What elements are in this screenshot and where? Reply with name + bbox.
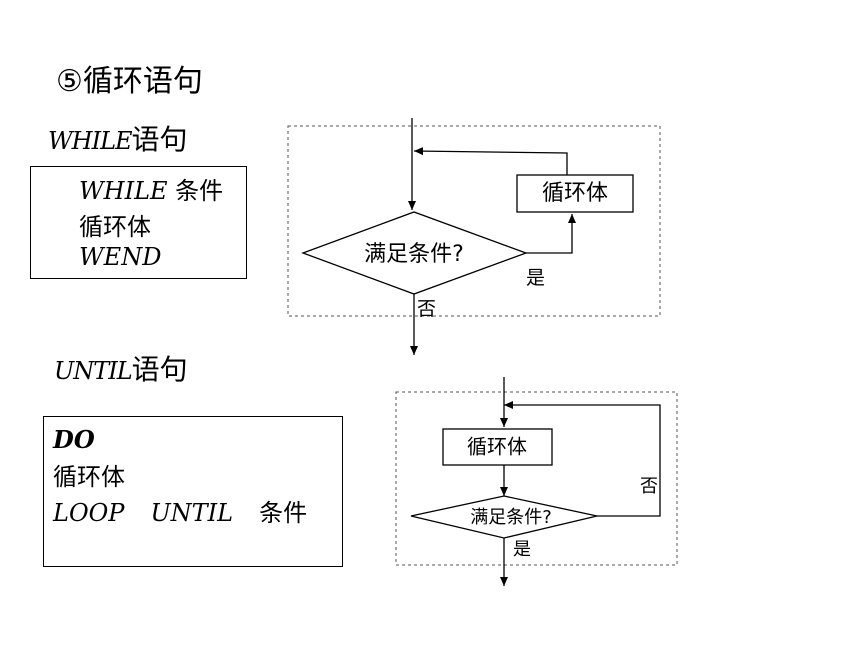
until-code-condition: 条件 bbox=[259, 499, 308, 527]
while-body-label: 循环体 bbox=[542, 181, 608, 206]
until-code-line-2: 循环体 bbox=[53, 463, 125, 491]
until-code-keyword-loop: LOOP bbox=[53, 499, 125, 527]
while-code-line-2: 循环体 bbox=[79, 213, 151, 241]
while-yes-arrow bbox=[526, 214, 576, 254]
while-code-box: WHILE 条件 循环体 WEND bbox=[30, 166, 247, 279]
until-body-box bbox=[442, 428, 553, 466]
while-title-suffix: 语句 bbox=[131, 123, 188, 156]
while-body-box bbox=[516, 174, 634, 213]
until-code-line-3: LOOP UNTIL 条件 bbox=[53, 493, 307, 528]
until-code-box: DO 循环体 LOOP UNTIL 条件 bbox=[43, 416, 343, 567]
until-yes-label: 是 bbox=[513, 539, 531, 560]
until-no-label: 否 bbox=[640, 476, 658, 497]
until-flow-frame bbox=[395, 391, 678, 566]
while-code-line-3: WEND bbox=[79, 243, 162, 271]
until-code-keyword-until: UNTIL bbox=[150, 499, 234, 527]
while-code-line-1: WHILE 条件 bbox=[79, 171, 223, 206]
until-title-keyword: UNTIL bbox=[54, 357, 133, 385]
while-flow-frame bbox=[287, 125, 661, 317]
while-title-keyword: WHILE bbox=[48, 127, 133, 155]
until-no-loop-back-arrow bbox=[504, 401, 661, 517]
while-loop-back-arrow bbox=[413, 147, 568, 175]
while-condition-label: 满足条件? bbox=[364, 242, 464, 267]
while-no-label: 否 bbox=[417, 298, 436, 320]
while-yes-label: 是 bbox=[526, 267, 545, 289]
until-condition-label: 满足条件? bbox=[470, 507, 552, 528]
until-section-title: UNTIL语句 bbox=[54, 348, 188, 388]
while-code-keyword: WHILE bbox=[79, 177, 168, 205]
until-code-line-1: DO bbox=[53, 425, 95, 454]
while-section-title: WHILE语句 bbox=[48, 118, 188, 158]
while-code-condition: 条件 bbox=[167, 177, 224, 205]
until-body-label: 循环体 bbox=[467, 435, 527, 459]
until-title-suffix: 语句 bbox=[131, 353, 188, 386]
page-title: ⑤循环语句 bbox=[56, 64, 203, 99]
